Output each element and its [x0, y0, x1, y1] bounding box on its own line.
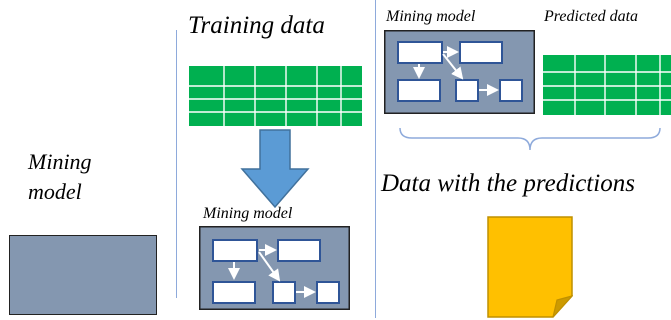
training-data-table: [189, 66, 362, 126]
mining-model-left-label: Mining model: [28, 149, 92, 204]
predicted-data-table: [543, 55, 671, 115]
divider-right: [375, 0, 376, 318]
down-arrow-icon: [240, 129, 310, 209]
mining-model-top-label: Mining model: [386, 8, 476, 25]
document-icon: [487, 216, 573, 318]
mining-model-trained-diagram: [199, 226, 350, 310]
brace-icon: [399, 127, 661, 151]
predicted-data-label: Predicted data: [544, 8, 639, 25]
training-data-label: Training data: [188, 12, 325, 39]
mining-model-center-label: Mining model: [203, 205, 293, 222]
data-with-predictions-label: Data with the predictions: [381, 170, 635, 197]
mining-model-top-diagram: [384, 30, 535, 114]
divider-left: [176, 30, 177, 298]
mining-model-empty-box: [9, 235, 157, 315]
